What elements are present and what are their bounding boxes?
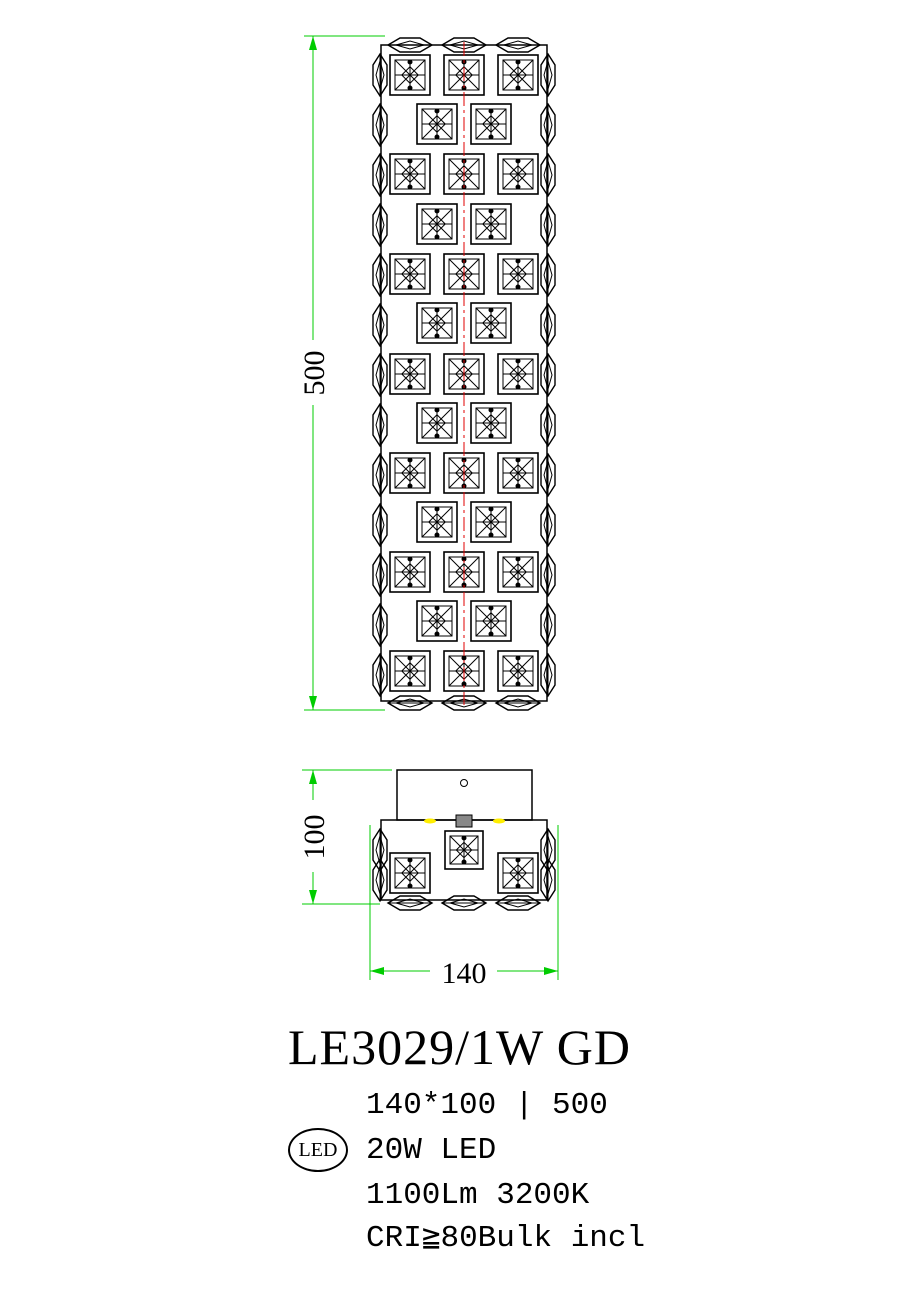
square-crystal [389,551,431,593]
side-crystal [540,302,556,348]
square-crystal [416,501,458,543]
spec-lumen: 1100Lm 3200K [366,1178,590,1213]
side-view [372,769,556,911]
square-crystal [497,353,539,395]
square-crystal [389,650,431,692]
square-crystal [470,203,512,245]
led-indicator-left [424,818,436,824]
square-crystal [389,253,431,295]
side-crystal [372,302,388,348]
square-crystal [416,600,458,642]
side-crystal [372,452,388,498]
end-crystal [494,37,542,53]
square-crystal [497,54,539,96]
height-dimension-label: 500 [298,351,331,396]
square-crystal [444,830,484,870]
square-crystal [497,650,539,692]
side-crystal [372,552,388,598]
side-crystal [540,202,556,248]
side-crystal [540,502,556,548]
side-crystal-array [372,827,556,911]
side-crystal [540,352,556,398]
side-crystal [540,652,556,698]
side-crystal [540,402,556,448]
spec-cri: CRI≧80Bulk incl [366,1221,646,1256]
side-crystal [372,602,388,648]
square-crystal [470,302,512,344]
square-crystal [497,452,539,494]
square-crystal [497,153,539,195]
side-crystal [372,352,388,398]
depth-dimension [302,769,392,905]
square-crystal [470,103,512,145]
front-view [372,37,556,711]
square-crystal [389,353,431,395]
width-dimension-label: 140 [442,957,487,990]
side-crystal [540,452,556,498]
led-badge-label: LED [298,1138,338,1161]
depth-dimension-label: 100 [298,815,331,860]
side-crystal [540,52,556,98]
side-crystal [540,602,556,648]
side-crystal [372,152,388,198]
end-crystal [386,37,434,53]
spec-power: 20W LED [366,1133,497,1168]
led-indicator-right [493,818,505,824]
crystal-array [372,37,556,711]
side-crystal [372,502,388,548]
square-crystal [416,302,458,344]
square-crystal [389,452,431,494]
square-crystal [497,852,539,894]
side-crystal [540,857,556,903]
side-crystal [372,202,388,248]
square-crystal [389,852,431,894]
center-connector [455,814,473,828]
side-crystal [540,102,556,148]
end-crystal [386,695,434,711]
side-crystal [372,252,388,298]
square-crystal [497,253,539,295]
mounting-plate [396,769,533,821]
model-number: LE3029/1W GD [288,1019,631,1075]
spec-dimensions: 140*100 | 500 [366,1088,608,1123]
height-dimension [304,35,385,711]
side-crystal [540,152,556,198]
square-crystal [389,153,431,195]
end-crystal [440,895,488,911]
end-crystal [386,895,434,911]
side-crystal [372,102,388,148]
side-crystal [372,402,388,448]
end-crystal [494,695,542,711]
square-crystal [389,54,431,96]
side-crystal [372,652,388,698]
square-crystal [416,402,458,444]
square-crystal [416,203,458,245]
square-crystal [470,402,512,444]
led-badge-icon: LED [288,1128,348,1172]
side-crystal [540,552,556,598]
side-crystal [372,857,388,903]
square-crystal [416,103,458,145]
side-crystal [372,52,388,98]
square-crystal [497,551,539,593]
end-crystal [494,895,542,911]
mounting-hole [460,779,468,787]
square-crystal [470,600,512,642]
width-dimension [369,825,559,980]
square-crystal [470,501,512,543]
side-crystal [540,252,556,298]
